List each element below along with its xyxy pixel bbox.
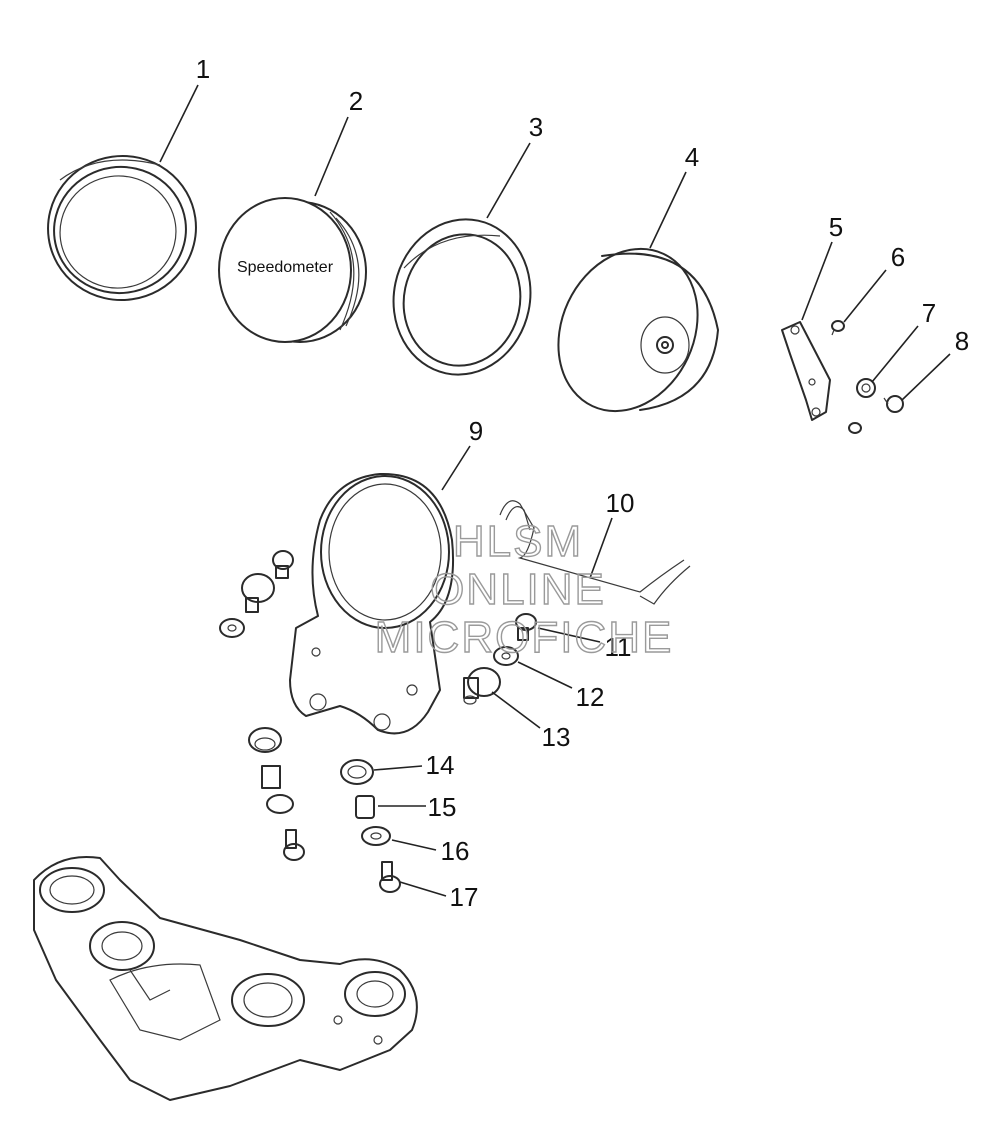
watermark-line-2: ONLINE [430, 565, 606, 614]
callout-14: 14 [426, 750, 455, 780]
part-17-bolt [379, 861, 401, 893]
watermark: HLSM ONLINE MICROFICHE [374, 516, 674, 662]
part-6-screw [831, 320, 845, 336]
part-4-housing-cup [557, 247, 719, 413]
part-16-washer [361, 826, 391, 846]
callout-11: 11 [605, 632, 632, 662]
part-8-screw [883, 395, 904, 413]
callout-3: 3 [529, 112, 543, 142]
speedometer-label: Speedometer [237, 259, 334, 276]
part-12-washer [493, 646, 519, 666]
callout-17: 17 [450, 882, 479, 912]
callout-numbers: 1 2 3 4 5 6 7 8 9 10 11 12 13 14 15 16 1… [196, 54, 969, 912]
watermark-line-1: HLSM [453, 517, 583, 566]
watermark-line-3: MICROFICHE [375, 613, 674, 662]
callout-8: 8 [955, 326, 969, 356]
part-1-bezel-ring [47, 154, 197, 302]
part-10-wire-clip [499, 500, 691, 605]
part-15-spacer [355, 795, 375, 819]
callout-13: 13 [542, 722, 571, 752]
callout-10: 10 [606, 488, 635, 518]
part-11-bolt [515, 613, 537, 641]
callout-12: 12 [576, 682, 605, 712]
callout-1: 1 [196, 54, 210, 84]
part-9-mounting-plate [289, 472, 455, 735]
callout-16: 16 [441, 836, 470, 866]
part-2-speedometer: Speedometer [218, 197, 367, 343]
part-14-grommet [340, 759, 374, 785]
callout-4: 4 [685, 142, 699, 172]
callout-6: 6 [891, 242, 905, 272]
part-3-gasket-ring [392, 218, 532, 376]
part-13-rubber-mount [463, 667, 501, 705]
callout-9: 9 [469, 416, 483, 446]
callout-5: 5 [829, 212, 843, 242]
callout-2: 2 [349, 86, 363, 116]
left-rubber-mount [219, 550, 294, 638]
small-screw [848, 422, 862, 434]
triple-clamp [33, 856, 418, 1101]
callout-7: 7 [922, 298, 936, 328]
left-grommet-stack [248, 727, 305, 861]
part-5-bracket [781, 321, 831, 421]
leader-lines [159, 84, 951, 897]
callout-15: 15 [428, 792, 457, 822]
part-7-washer [856, 378, 876, 398]
